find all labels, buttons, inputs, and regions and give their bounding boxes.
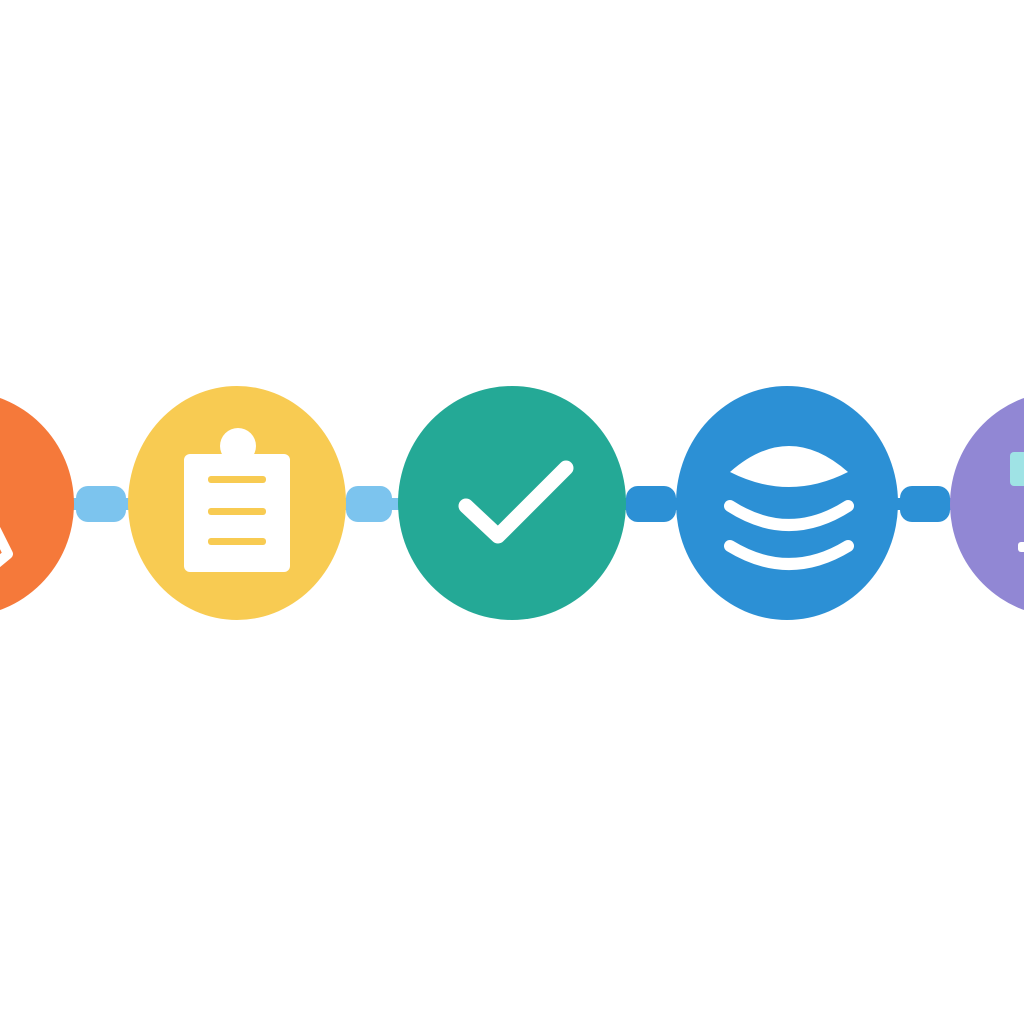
- connector-2-joint: [346, 486, 392, 522]
- step-storage-node: [676, 386, 898, 620]
- end-partial-icon-dot: [1018, 542, 1024, 552]
- clipboard-line-3: [208, 538, 266, 545]
- database-layer-1: [730, 446, 848, 487]
- checkmark-stroke: [458, 460, 574, 544]
- clipboard-line-1: [208, 476, 266, 483]
- end-partial-icon: [1010, 452, 1024, 486]
- clipboard-line-2: [208, 508, 266, 515]
- database-layer-2: [724, 500, 854, 531]
- start-partial-icon: [0, 527, 13, 568]
- connector-4-joint: [900, 486, 950, 522]
- connector-3-joint: [626, 486, 676, 522]
- step-approve-node: [398, 386, 626, 620]
- step-start-node: [0, 391, 74, 617]
- start-icon-stroke: [0, 527, 13, 568]
- database-icon: [724, 446, 854, 570]
- checkmark-icon: [458, 460, 574, 544]
- step-end-node: [950, 391, 1024, 617]
- database-layer-3: [724, 540, 854, 570]
- connector-1-joint: [76, 486, 126, 522]
- clipboard-icon: [184, 428, 290, 572]
